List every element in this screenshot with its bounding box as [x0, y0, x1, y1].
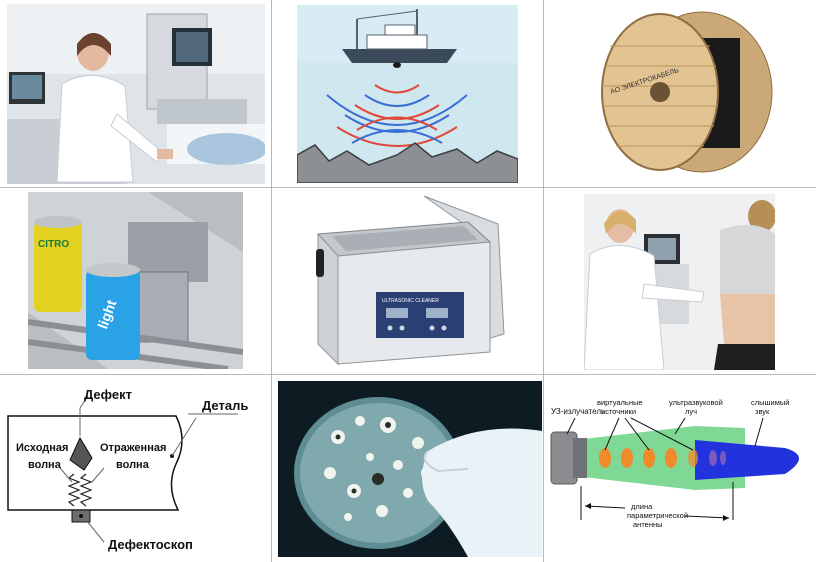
antenna-length-label-line3: антенны: [633, 520, 663, 529]
ultrasonic-cleaner-photo: ULTRASONIC CLEANER: [308, 194, 506, 368]
reflected-wave-label-line2: волна: [116, 459, 150, 471]
emitter-label: УЗ-излучатель: [551, 407, 605, 416]
antenna-length-label-line1: длина: [631, 502, 653, 511]
defect-label: Дефект: [84, 387, 132, 402]
defect-detection-diagram: Дефект Деталь Исходная волна Отраженная …: [0, 378, 268, 560]
part-label: Деталь: [202, 398, 248, 413]
back-ultrasound-photo: [584, 194, 775, 370]
beam-label-line2: луч: [685, 407, 697, 416]
virtual-sources-label-line2: источники: [601, 407, 636, 416]
cleaner-brand-text: ULTRASONIC CLEANER: [382, 298, 439, 304]
detector-label: Дефектоскоп: [108, 537, 193, 552]
audible-sound-label-line2: звук: [755, 407, 770, 416]
audible-sound-label-line1: слышимый: [751, 398, 789, 407]
grid-horizontal-divider-2: [0, 374, 816, 375]
ultrasound-exam-photo: [7, 4, 265, 184]
grid-horizontal-divider-1: [0, 187, 816, 188]
parametric-antenna-diagram: УЗ-излучатель виртуальные источники ульт…: [545, 378, 816, 562]
can-label-citro: CITRO: [38, 239, 69, 250]
cans-conveyor-photo: CITRO light: [28, 192, 243, 369]
reflected-wave-label-line1: Отраженная: [100, 442, 166, 454]
source-wave-label-line2: волна: [28, 459, 62, 471]
cable-spool-photo: АО ЭЛЕКТРОКАБЕЛЬ: [590, 6, 780, 182]
beam-label-line1: ультразвуковой: [669, 398, 723, 407]
virtual-sources-label-line1: виртуальные: [597, 398, 643, 407]
grid-vertical-divider-2: [543, 0, 544, 562]
grid-vertical-divider-1: [271, 0, 272, 562]
petri-dish-photo: [278, 381, 542, 557]
antenna-length-label-line2: параметрической: [627, 511, 688, 520]
source-wave-label-line1: Исходная: [16, 442, 68, 454]
sonar-ship-illustration: [297, 5, 518, 183]
